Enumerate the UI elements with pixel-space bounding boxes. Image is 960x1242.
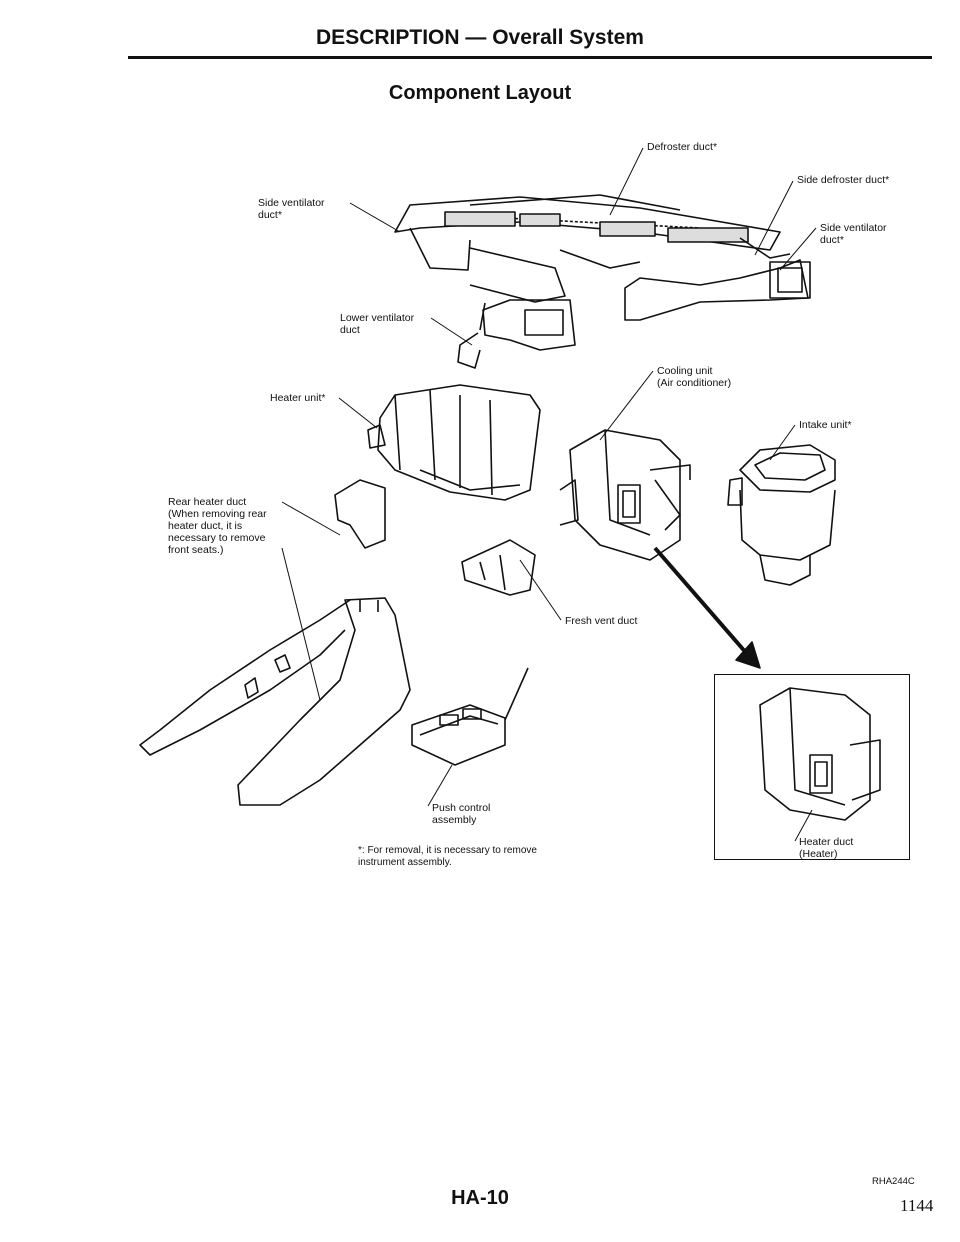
label-rear-heater-duct: Rear heater duct (When removing rear hea… [168, 496, 267, 556]
label-cooling-unit: Cooling unit (Air conditioner) [657, 365, 732, 389]
heater-duct-inset [714, 674, 910, 860]
heater-unit-drawing [367, 384, 541, 501]
header-rule [128, 56, 932, 59]
label-lower-ventilator-duct: Lower ventilator duct [340, 312, 415, 336]
label-heater-unit: Heater unit* [270, 392, 326, 404]
leader-lines [281, 147, 817, 842]
page-code: HA-10 [451, 1187, 509, 1209]
upper-duct-assembly [394, 194, 811, 369]
cooling-unit-drawing [559, 429, 691, 561]
rear-heater-duct-drawing [139, 479, 411, 806]
label-push-control-assembly: Push control assembly [432, 802, 491, 826]
section-title: Component Layout [388, 82, 572, 104]
figure-code: RHA244C [872, 1176, 915, 1187]
intake-unit-drawing [727, 444, 836, 586]
pointer-arrow [653, 546, 750, 657]
label-heater-duct: Heater duct (Heater) [799, 836, 854, 860]
page-number: 1144 [900, 1196, 934, 1215]
push-control-drawing [411, 667, 529, 766]
label-side-ventilator-duct-right: Side ventilator duct* [820, 222, 887, 246]
page-header: DESCRIPTION — Overall System [316, 26, 644, 49]
label-defroster-duct: Defroster duct* [647, 141, 718, 153]
fresh-vent-duct-drawing [461, 539, 536, 596]
label-side-ventilator-duct-left: Side ventilator duct* [258, 197, 325, 221]
footnote: *: For removal, it is necessary to remov… [358, 845, 537, 868]
heater-duct-drawing [759, 687, 881, 821]
label-side-defroster-duct: Side defroster duct* [797, 174, 890, 186]
label-intake-unit: Intake unit* [799, 419, 852, 431]
label-fresh-vent-duct: Fresh vent duct [565, 615, 638, 627]
